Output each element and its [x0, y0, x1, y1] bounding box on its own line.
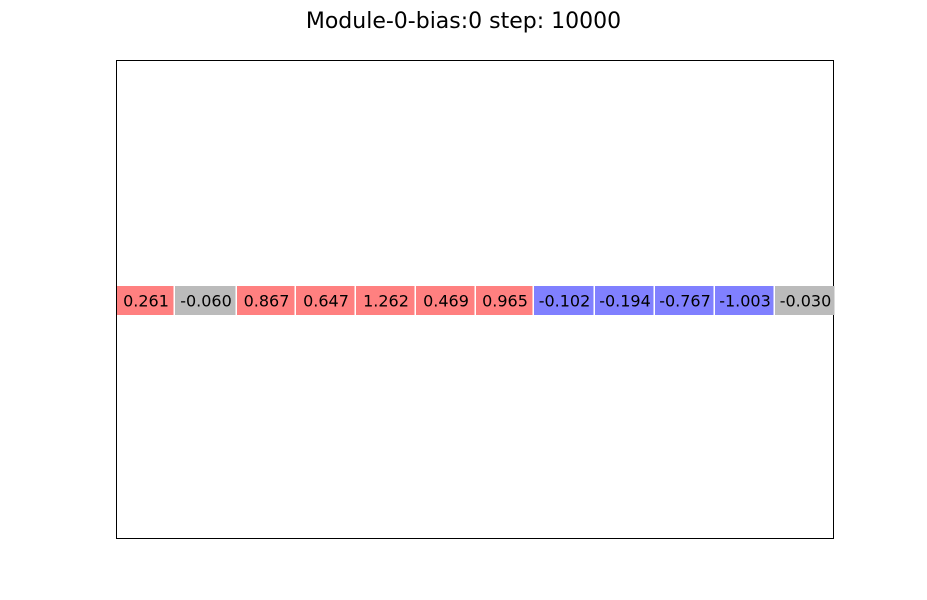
cell-separator — [532, 286, 534, 315]
heatmap-cell — [416, 286, 475, 315]
heatmap-cell-label: 0.867 — [244, 292, 290, 311]
heatmap-cell-label: -0.767 — [659, 292, 711, 311]
cell-separator — [235, 286, 237, 315]
heatmap-cell-label: 0.965 — [482, 292, 528, 311]
cell-separator — [294, 286, 296, 315]
heatmap-cell-label: -0.102 — [539, 292, 591, 311]
chart-title: Module-0-bias:0 step: 10000 — [305, 9, 622, 34]
cell-separator — [773, 286, 775, 315]
heatmap-cell-label: -0.030 — [780, 292, 832, 311]
heatmap-cell-label: -0.194 — [599, 292, 651, 311]
cell-separator — [354, 286, 356, 315]
heatmap-cell — [175, 286, 236, 315]
heatmap-cell — [775, 286, 835, 315]
cell-separator — [414, 286, 416, 315]
heatmap-cell-label: -0.060 — [180, 292, 232, 311]
cell-separator — [713, 286, 715, 315]
heatmap-cell — [715, 286, 774, 315]
heatmap-cell-label: 0.469 — [423, 292, 469, 311]
heatmap-cell — [534, 286, 594, 315]
heatmap-cell — [296, 286, 355, 315]
heatmap-cell — [595, 286, 654, 315]
heatmap-cell-label: 0.261 — [123, 292, 169, 311]
heatmap-cell — [117, 286, 174, 315]
heatmap-cell-label: 1.262 — [363, 292, 409, 311]
heatmap-cell — [655, 286, 714, 315]
heatmap-cell-label: -1.003 — [719, 292, 771, 311]
heatmap-cell — [476, 286, 533, 315]
cell-separator — [593, 286, 595, 315]
cell-separator — [653, 286, 655, 315]
heatmap-cell — [237, 286, 295, 315]
cell-separator — [834, 286, 836, 315]
cell-separator — [474, 286, 476, 315]
heatmap-cell-label: 0.647 — [303, 292, 349, 311]
heatmap-cell — [356, 286, 415, 315]
cell-separator — [173, 286, 175, 315]
